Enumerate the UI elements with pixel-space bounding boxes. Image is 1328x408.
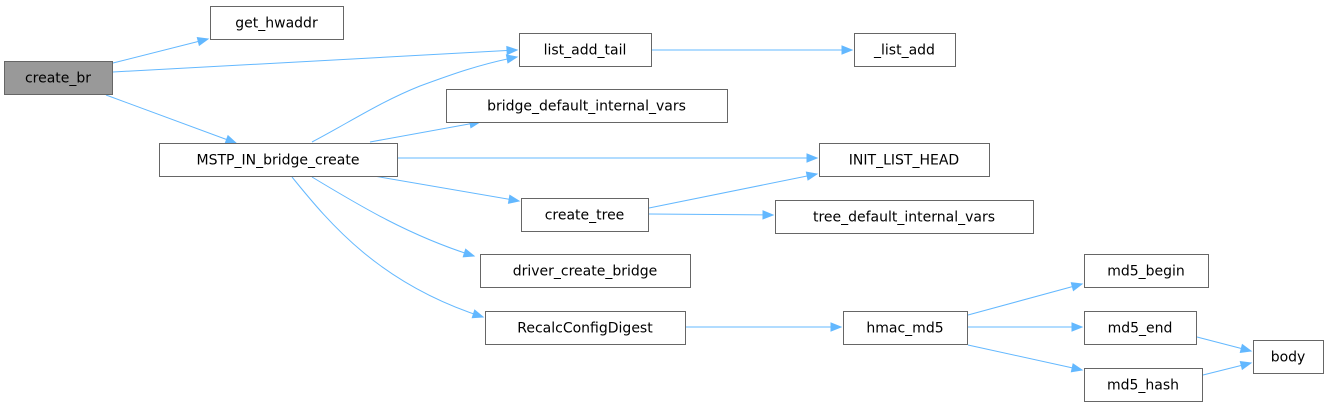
arrowhead (1070, 282, 1084, 292)
edge-line (369, 121, 481, 143)
arrowhead (224, 134, 238, 144)
node-label: md5_end (1108, 321, 1173, 337)
node-box[interactable] (485, 311, 686, 345)
node-mstp-in-bridge-create[interactable]: MSTP_IN_bridge_create (159, 143, 398, 177)
arrowhead (830, 322, 843, 332)
node-label: get_hwaddr (235, 16, 318, 32)
edge-line (105, 94, 237, 144)
arrowhead (505, 54, 519, 64)
node--list-add[interactable]: _list_add (854, 33, 956, 67)
node-label: md5_begin (1107, 264, 1185, 280)
node-body[interactable]: body (1253, 340, 1324, 374)
arrowhead (507, 194, 521, 204)
node-label: create_tree (545, 208, 625, 224)
node-box[interactable] (446, 89, 728, 123)
arrowhead (1239, 360, 1253, 371)
node-box[interactable] (1084, 311, 1197, 345)
node-label: driver_create_bridge (513, 264, 658, 280)
node-box[interactable] (1253, 340, 1324, 374)
node-label: bridge_default_internal_vars (487, 99, 686, 115)
arrowhead (462, 248, 476, 258)
node-recalcconfigdigest[interactable]: RecalcConfigDigest (485, 311, 686, 345)
arrowhead (196, 36, 210, 47)
edge-line (112, 49, 518, 73)
arrowhead (1239, 343, 1253, 353)
arrowhead (1071, 322, 1084, 332)
edge-line (967, 344, 1083, 371)
node-bridge-default-internal-vars[interactable]: bridge_default_internal_vars (446, 89, 728, 123)
edge-hmac_md5-to-md5_begin (967, 282, 1084, 316)
arrowhead (506, 45, 519, 56)
arrowhead (762, 210, 775, 220)
edge-line (291, 176, 484, 318)
arrowhead (806, 153, 819, 163)
edge-MSTP_IN_bridge_create-to-driver_create_bridge (311, 176, 476, 258)
edge-list_add_tail-to-_list_add (652, 45, 854, 55)
edge-line (112, 38, 209, 64)
node-box[interactable] (819, 143, 990, 177)
node-create-tree[interactable]: create_tree (521, 198, 649, 232)
edge-md5_hash-to-body (1202, 360, 1253, 376)
node-label: RecalcConfigDigest (517, 321, 653, 337)
edge-line (311, 56, 518, 143)
edge-line (373, 175, 520, 202)
node-create-br[interactable]: create_br (4, 61, 113, 95)
node-init-list-head[interactable]: INIT_LIST_HEAD (819, 143, 990, 177)
edge-hmac_md5-to-md5_end (968, 322, 1084, 332)
node-box[interactable] (1084, 254, 1209, 288)
edge-md5_end-to-body (1196, 336, 1253, 353)
node-box[interactable] (843, 311, 968, 345)
arrowhead (471, 309, 485, 319)
node-box[interactable] (480, 254, 691, 288)
node-label: INIT_LIST_HEAD (849, 153, 959, 169)
node-label: tree_default_internal_vars (813, 210, 995, 226)
node-box[interactable] (4, 61, 113, 95)
node-box[interactable] (775, 200, 1034, 234)
node-get-hwaddr[interactable]: get_hwaddr (210, 6, 344, 40)
node-box[interactable] (521, 198, 649, 232)
node-box[interactable] (210, 6, 344, 40)
node-label: MSTP_IN_bridge_create (197, 153, 360, 169)
node-box[interactable] (159, 143, 398, 177)
arrowhead (805, 171, 819, 181)
edge-MSTP_IN_bridge_create-to-RecalcConfigDigest (291, 176, 485, 319)
edge-MSTP_IN_bridge_create-to-list_add_tail (311, 54, 519, 143)
edge-MSTP_IN_bridge_create-to-bridge_default_internal_vars (369, 119, 482, 143)
edge-line (648, 173, 818, 209)
edge-create_br-to-get_hwaddr (112, 36, 210, 64)
node-box[interactable] (1084, 368, 1203, 402)
edge-hmac_md5-to-md5_hash (967, 344, 1084, 373)
edge-MSTP_IN_bridge_create-to-create_tree (373, 175, 521, 204)
edge-create_tree-to-tree_default_internal_vars (648, 210, 775, 220)
node-md5-hash[interactable]: md5_hash (1084, 368, 1203, 402)
node-label: md5_hash (1107, 378, 1179, 394)
node-hmac-md5[interactable]: hmac_md5 (843, 311, 968, 345)
node-tree-default-internal-vars[interactable]: tree_default_internal_vars (775, 200, 1034, 234)
node-driver-create-bridge[interactable]: driver_create_bridge (480, 254, 691, 288)
node-label: create_br (25, 71, 91, 87)
edge-create_tree-to-INIT_LIST_HEAD (648, 171, 819, 209)
edge-RecalcConfigDigest-to-hmac_md5 (686, 322, 843, 332)
arrowhead (1070, 363, 1084, 373)
node-label: _list_add (873, 43, 935, 59)
edge-line (648, 213, 774, 216)
node-box[interactable] (519, 33, 652, 67)
node-box[interactable] (854, 33, 956, 67)
node-label: hmac_md5 (866, 321, 943, 337)
nodes-layer: create_br get_hwaddr list_add_tail _list_ad… (4, 6, 1324, 402)
node-label: list_add_tail (544, 43, 627, 59)
edge-create_br-to-list_add_tail (112, 45, 519, 73)
edges-layer (105, 36, 1253, 376)
edge-line (967, 283, 1083, 316)
node-label: body (1271, 350, 1306, 366)
node-md5-end[interactable]: md5_end (1084, 311, 1197, 345)
edge-line (311, 176, 475, 257)
node-md5-begin[interactable]: md5_begin (1084, 254, 1209, 288)
node-list-add-tail[interactable]: list_add_tail (519, 33, 652, 67)
arrowhead (841, 45, 854, 55)
edge-create_br-to-MSTP_IN_bridge_create (105, 94, 238, 144)
edge-MSTP_IN_bridge_create-to-INIT_LIST_HEAD (398, 153, 819, 163)
